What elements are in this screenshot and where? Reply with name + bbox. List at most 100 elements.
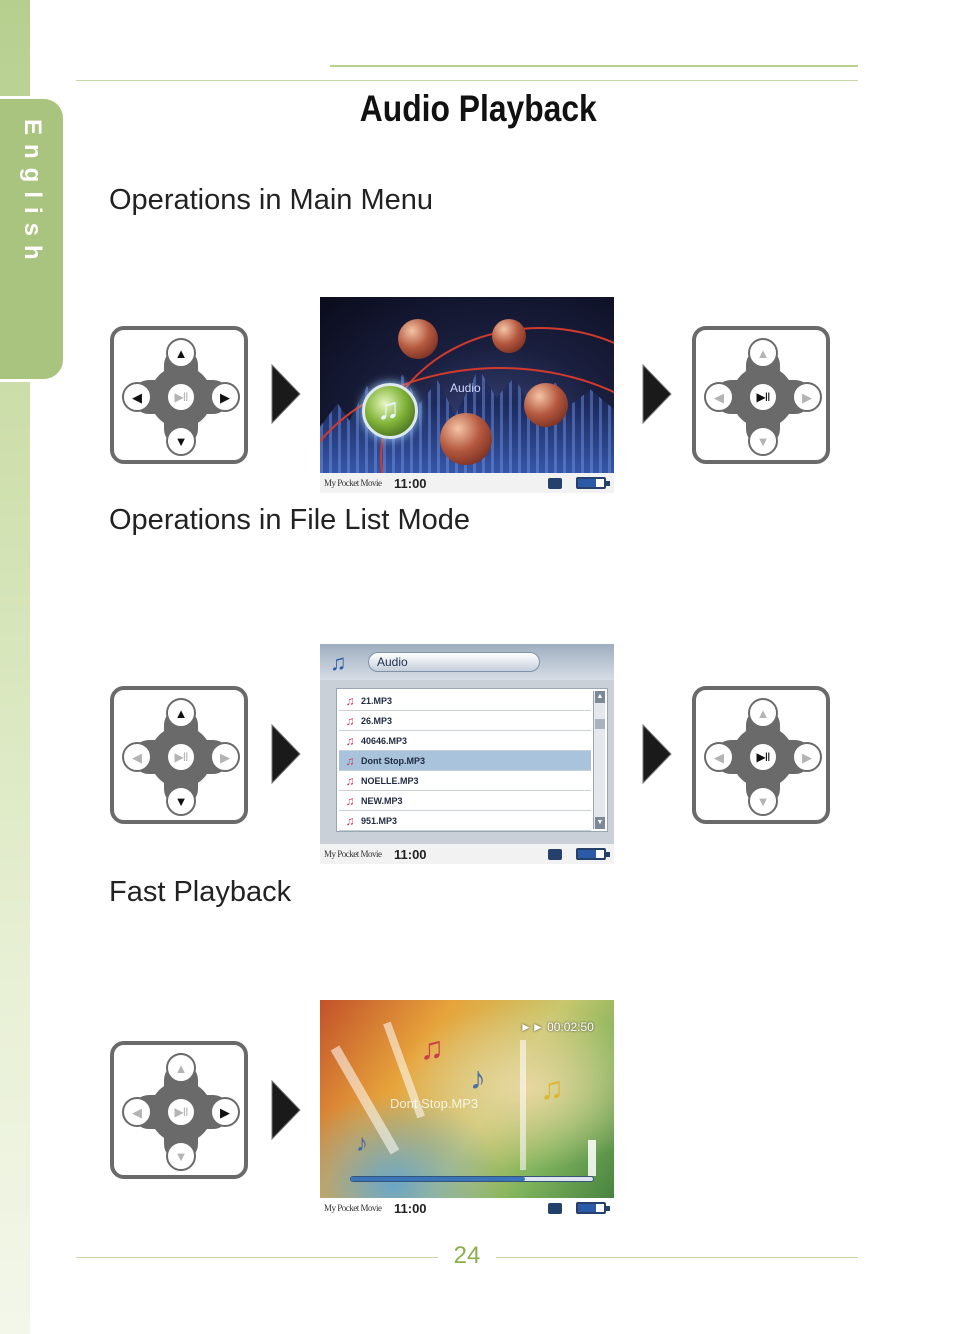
list-item: ♫951.MP3 bbox=[339, 811, 591, 831]
keypad-main-menu-navigate: ▲ ▼ ◀ ▶ ▶II bbox=[110, 326, 248, 464]
footer-rule-left bbox=[76, 1257, 438, 1258]
scroll-up-icon: ▲ bbox=[595, 691, 605, 703]
scroll-down-icon: ▼ bbox=[595, 817, 605, 829]
file-list: ♫21.MP3 ♫26.MP3 ♫40646.MP3 ♫Dont Stop.MP… bbox=[336, 688, 608, 832]
menu-label: Audio bbox=[450, 381, 481, 395]
audio-file-icon: ♫ bbox=[345, 773, 355, 788]
language-label: English bbox=[19, 119, 46, 269]
down-button-icon: ▼ bbox=[748, 426, 778, 456]
arrow-right-icon bbox=[271, 1080, 301, 1140]
music-note-icon: ♫ bbox=[330, 650, 347, 675]
arrow-right-icon bbox=[642, 724, 672, 784]
playback-progress-bar bbox=[350, 1176, 594, 1182]
keypad-file-list-navigate: ▲ ▼ ◀ ▶ ▶II bbox=[110, 686, 248, 824]
section-title-fast-playback: Fast Playback bbox=[109, 876, 292, 908]
clock-time: 11:00 bbox=[394, 1200, 427, 1216]
list-item: ♫21.MP3 bbox=[339, 691, 591, 711]
down-button-icon: ▼ bbox=[748, 786, 778, 816]
list-item-selected: ♫Dont Stop.MP3 bbox=[339, 751, 591, 771]
audio-file-icon: ♫ bbox=[345, 793, 355, 808]
up-button-icon: ▲ bbox=[166, 698, 196, 728]
play-pause-button-icon: ▶II bbox=[748, 382, 778, 412]
left-button-icon: ◀ bbox=[122, 742, 152, 772]
playback-progress-fill bbox=[351, 1177, 526, 1181]
audio-file-icon: ♫ bbox=[345, 813, 355, 828]
audio-file-icon: ♫ bbox=[345, 753, 355, 768]
play-pause-button-icon: ▶II bbox=[166, 1097, 196, 1127]
keypad-main-menu-select: ▲ ▼ ◀ ▶ ▶II bbox=[692, 326, 830, 464]
play-pause-button-icon: ▶II bbox=[748, 742, 778, 772]
right-button-icon: ▶ bbox=[210, 1097, 240, 1127]
arrow-right-icon bbox=[271, 364, 301, 424]
music-note-icon: ♪ bbox=[470, 1060, 486, 1096]
header-rule-long bbox=[76, 80, 858, 81]
down-button-icon: ▼ bbox=[166, 1141, 196, 1171]
right-button-icon: ▶ bbox=[792, 382, 822, 412]
device-name: My Pocket Movie bbox=[324, 849, 382, 859]
header-rule-short bbox=[330, 65, 858, 67]
device-name: My Pocket Movie bbox=[324, 1203, 382, 1213]
fast-playback-screenshot: ♫ ♪ ♫ ♪ ►► 00:02:50 Dont Stop.MP3 My Poc… bbox=[320, 1000, 614, 1218]
list-item: ♫26.MP3 bbox=[339, 711, 591, 731]
keypad-fast-playback: ▲ ▼ ◀ ▶ ▶II bbox=[110, 1041, 248, 1179]
language-tab: English bbox=[0, 96, 66, 382]
menu-orb bbox=[398, 319, 438, 359]
audio-menu-icon bbox=[362, 383, 418, 439]
up-button-icon: ▲ bbox=[748, 338, 778, 368]
left-button-icon: ◀ bbox=[122, 1097, 152, 1127]
page-number: 24 bbox=[453, 1242, 481, 1269]
page-title: Audio Playback bbox=[359, 88, 597, 129]
left-button-icon: ◀ bbox=[704, 382, 734, 412]
battery-icon bbox=[576, 848, 610, 860]
section-title-file-list: Operations in File List Mode bbox=[109, 504, 471, 536]
right-button-icon: ▶ bbox=[210, 382, 240, 412]
arrow-right-icon bbox=[642, 364, 672, 424]
up-button-icon: ▲ bbox=[748, 698, 778, 728]
menu-orb bbox=[440, 413, 492, 465]
music-note-icon: ♪ bbox=[356, 1130, 368, 1157]
device-name: My Pocket Movie bbox=[324, 478, 382, 488]
screen-status-bar: My Pocket Movie 11:00 bbox=[320, 844, 614, 864]
up-button-icon: ▲ bbox=[166, 1053, 196, 1083]
menu-orb bbox=[492, 319, 526, 353]
clock-time: 11:00 bbox=[394, 846, 427, 862]
left-button-icon: ◀ bbox=[122, 382, 152, 412]
battery-icon bbox=[576, 1202, 610, 1214]
list-item: ♫NEW.MP3 bbox=[339, 791, 591, 811]
left-button-icon: ◀ bbox=[704, 742, 734, 772]
list-item: ♫NOELLE.MP3 bbox=[339, 771, 591, 791]
music-note-icon: ♫ bbox=[420, 1030, 444, 1066]
right-button-icon: ▶ bbox=[210, 742, 240, 772]
scrollbar: ▲ ▼ bbox=[593, 691, 605, 829]
menu-orb bbox=[524, 383, 568, 427]
memory-card-icon bbox=[548, 848, 562, 860]
folder-label: Audio bbox=[368, 652, 540, 672]
right-button-icon: ▶ bbox=[792, 742, 822, 772]
audio-file-icon: ♫ bbox=[345, 693, 355, 708]
audio-file-icon: ♫ bbox=[345, 733, 355, 748]
clock-time: 11:00 bbox=[394, 475, 427, 491]
track-name: Dont Stop.MP3 bbox=[390, 1096, 479, 1111]
down-button-icon: ▼ bbox=[166, 786, 196, 816]
section-title-main-menu: Operations in Main Menu bbox=[109, 184, 433, 216]
play-pause-button-icon: ▶II bbox=[166, 382, 196, 412]
down-button-icon: ▼ bbox=[166, 426, 196, 456]
memory-card-icon bbox=[548, 1202, 562, 1214]
fast-forward-time: ►► 00:02:50 bbox=[520, 1020, 594, 1034]
file-list-screenshot: ♫ Audio ♫21.MP3 ♫26.MP3 ♫40646.MP3 ♫Dont… bbox=[320, 644, 614, 864]
play-pause-button-icon: ▶II bbox=[166, 742, 196, 772]
screen-status-bar: My Pocket Movie 11:00 bbox=[320, 1198, 614, 1218]
battery-icon bbox=[576, 477, 610, 489]
keypad-file-list-play: ▲ ▼ ◀ ▶ ▶II bbox=[692, 686, 830, 824]
memory-card-icon bbox=[548, 477, 562, 489]
scroll-thumb bbox=[595, 719, 605, 729]
main-menu-screenshot: Audio My Pocket Movie 11:00 bbox=[320, 297, 614, 493]
footer-rule-right bbox=[496, 1257, 858, 1258]
music-note-icon: ♫ bbox=[540, 1070, 564, 1106]
file-list-header: ♫ Audio bbox=[320, 644, 614, 680]
screen-status-bar: My Pocket Movie 11:00 bbox=[320, 473, 614, 493]
up-button-icon: ▲ bbox=[166, 338, 196, 368]
arrow-right-icon bbox=[271, 724, 301, 784]
audio-file-icon: ♫ bbox=[345, 713, 355, 728]
list-item: ♫40646.MP3 bbox=[339, 731, 591, 751]
